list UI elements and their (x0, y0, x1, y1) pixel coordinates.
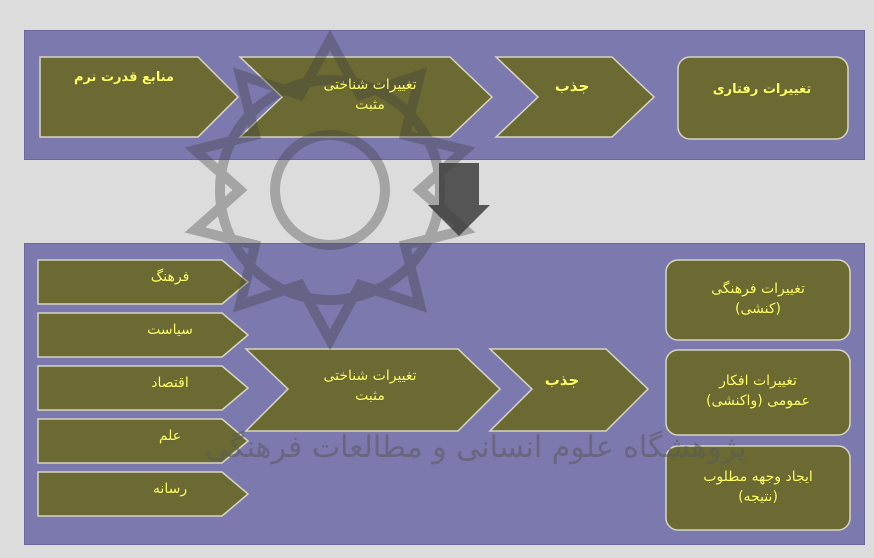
label-result-cultural-line1: تغییرات فرهنگی (711, 280, 805, 297)
label-soft-power-sources: منابع قدرت نرم (73, 69, 175, 85)
label-cognitive-bottom-line1: تغییرات شناختی (323, 367, 417, 384)
label-result-cultural-line2: (کنشی) (735, 301, 781, 317)
label-cognitive-top: تغییرات شناختی مثبت (290, 66, 450, 124)
label-result-opinion: تغییرات افکار عمومی (واکنشی) (672, 360, 844, 422)
result-cultural-box (665, 259, 851, 341)
label-source-culture: فرهنگ (150, 268, 190, 285)
chevron-source-1 (37, 259, 250, 305)
label-cognitive-top-line1: تغییرات شناختی (323, 76, 417, 93)
label-cognitive-bottom-line2: مثبت (355, 388, 385, 404)
chevron-source-3 (37, 365, 250, 411)
result-behavioral-box (677, 56, 849, 140)
label-source-economy: اقتصاد (151, 374, 189, 391)
label-cognitive-top-line2: مثبت (355, 97, 385, 113)
chevron-source-2 (37, 312, 250, 358)
chevron-sources (39, 56, 240, 138)
label-source-media: رسانه (152, 480, 188, 497)
label-result-cultural: تغییرات فرهنگی (کنشی) (672, 268, 844, 330)
label-attract-top: جذب (554, 77, 590, 96)
down-arrow-icon (428, 163, 490, 236)
watermark-text: پژوهشگاه علوم انسانی و مطالعات فرهنگی (205, 430, 747, 465)
label-result-opinion-line1: تغییرات افکار (719, 372, 797, 389)
label-result-image-line2: (نتیجه) (738, 489, 778, 505)
chevron-cognitive-bottom (244, 348, 502, 432)
label-source-politics: سیاست (147, 321, 193, 338)
result-public-opinion-box (665, 349, 851, 436)
flower-emblem-icon (184, 29, 476, 351)
label-result-image: ایجاد وجهه مطلوب (نتیجه) (672, 456, 844, 518)
label-cognitive-bottom: تغییرات شناختی مثبت (290, 356, 450, 416)
chevron-attract-top (494, 56, 656, 138)
label-result-image-line1: ایجاد وجهه مطلوب (703, 468, 813, 485)
chevron-source-4 (37, 418, 250, 464)
chevron-cognitive-top (238, 56, 494, 138)
label-behavioral-changes: تغییرات رفتاری (712, 81, 812, 97)
label-result-opinion-line2: عمومی (واکنشی) (706, 393, 810, 409)
result-image-box (665, 445, 851, 531)
chevron-attract-bottom (488, 348, 650, 432)
label-attract-bottom: جذب (544, 371, 580, 390)
chevron-source-5 (37, 471, 250, 517)
label-source-science: علم (158, 427, 182, 444)
